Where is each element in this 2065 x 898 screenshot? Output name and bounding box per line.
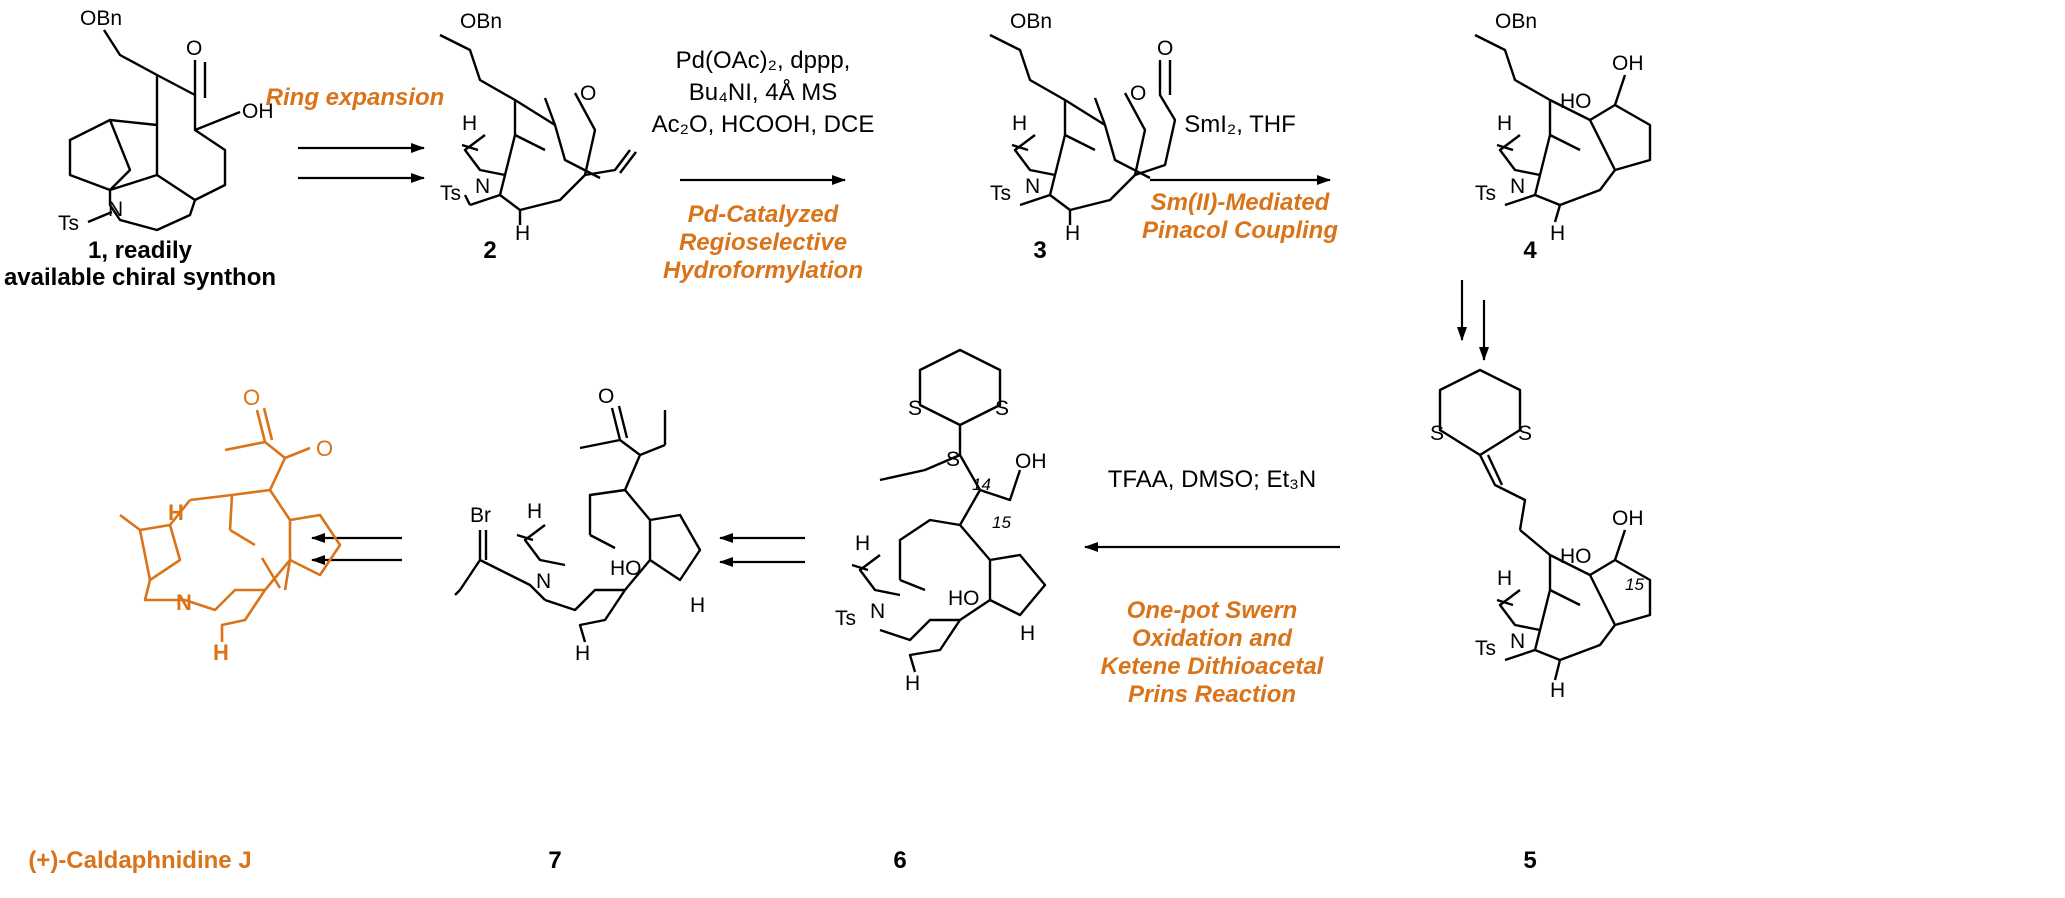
- step-name: One-pot Swern: [1127, 597, 1298, 624]
- atom-label: H: [1550, 679, 1565, 702]
- step-4-to-5: [1457, 280, 1489, 361]
- atom-label: OH: [1612, 507, 1644, 530]
- step-swern-prins: TFAA, DMSO; Et₃N One-pot Swern Oxidation…: [1084, 466, 1340, 708]
- atom-label: O: [598, 385, 614, 408]
- atom-label: HO: [1560, 545, 1592, 568]
- atom-label: OH: [1015, 450, 1047, 473]
- atom-label: OH: [242, 100, 274, 123]
- atom-label: HO: [1560, 90, 1592, 113]
- step-ring-expansion: Ring expansion: [266, 84, 445, 183]
- compound-2-label: 2: [483, 237, 496, 264]
- compound-6-label: 6: [893, 847, 906, 874]
- atom-label: H: [515, 222, 530, 245]
- atom-label: H: [1065, 222, 1080, 245]
- step-name: Prins Reaction: [1128, 681, 1296, 708]
- step-6-to-7: [719, 533, 805, 567]
- atom-label: S: [1430, 422, 1444, 445]
- atom-label: OBn: [1495, 10, 1537, 33]
- compound-5-label: 5: [1523, 847, 1536, 874]
- atom-label: OBn: [1010, 10, 1052, 33]
- atom-label: H: [527, 500, 542, 523]
- step-pinacol: SmI₂, THF Sm(II)-Mediated Pinacol Coupli…: [1142, 111, 1338, 244]
- atom-label: S: [1518, 422, 1532, 445]
- compound-7-label: 7: [548, 847, 561, 874]
- compound-1: OBn O OH N Ts 1, readily available chira…: [4, 7, 276, 291]
- atom-label: H: [1497, 567, 1512, 590]
- atom-label: HO: [610, 557, 642, 580]
- reagent-text: Pd(OAc)₂, dppp,: [676, 47, 851, 74]
- step-7-to-target: [311, 533, 402, 565]
- compound-5: S S OH HO 15 H Ts N H 5: [1430, 368, 1652, 874]
- atom-label: Ts: [1475, 182, 1496, 205]
- atom-label: Ts: [990, 182, 1011, 205]
- step-name: Ketene Dithioacetal: [1101, 653, 1325, 680]
- step-name: Pd-Catalyzed: [688, 201, 840, 228]
- atom-label: H: [905, 672, 920, 695]
- atom-label: H: [213, 640, 229, 665]
- compound-6: S S S 14 OH 15 HO H Ts N H H 6: [835, 348, 1047, 874]
- atom-label: S: [995, 397, 1009, 420]
- atom-label: H: [1020, 622, 1035, 645]
- atom-label: OH: [1612, 52, 1644, 75]
- atom-label: Ts: [835, 607, 856, 630]
- atom-label: H: [575, 642, 590, 665]
- atom-label: HO: [948, 587, 980, 610]
- reagent-text: SmI₂, THF: [1184, 111, 1296, 138]
- atom-label: Ts: [1475, 637, 1496, 660]
- atom-label: H: [690, 594, 705, 617]
- atom-label: Br: [470, 504, 491, 527]
- atom-label: N: [870, 600, 885, 623]
- atom-label: OBn: [80, 7, 122, 30]
- atom-label: H: [462, 112, 477, 135]
- target-label: (+)-Caldaphnidine J: [28, 847, 251, 874]
- atom-label: S: [946, 448, 960, 471]
- step-name: Hydroformylation: [663, 257, 863, 284]
- caldaphnidine-j: O O H N H (+)-Caldaphnidine J: [28, 385, 342, 874]
- compound-4-label: 4: [1523, 237, 1537, 264]
- atom-label: Ts: [58, 212, 79, 235]
- atom-label: H: [1497, 112, 1512, 135]
- atom-label: S: [908, 397, 922, 420]
- atom-label: O: [186, 37, 202, 60]
- reagent-text: Ac₂O, HCOOH, DCE: [652, 111, 875, 138]
- atom-label: N: [1510, 630, 1525, 653]
- position-label: 15: [992, 513, 1011, 532]
- compound-2: OBn O H Ts N H 2: [439, 10, 637, 264]
- atom-label: H: [1550, 222, 1565, 245]
- atom-label: N: [108, 198, 123, 221]
- atom-label: O: [1157, 37, 1173, 60]
- atom-label: N: [536, 570, 551, 593]
- compound-7: O Br H N HO H H 7: [454, 385, 705, 874]
- atom-label: H: [855, 532, 870, 555]
- compound-3-label: 3: [1033, 237, 1046, 264]
- step-name: Regioselective: [679, 229, 847, 256]
- atom-label: N: [475, 175, 490, 198]
- atom-label: H: [168, 500, 184, 525]
- atom-label: N: [1510, 175, 1525, 198]
- atom-label: O: [1130, 82, 1146, 105]
- step-name: Oxidation and: [1132, 625, 1293, 652]
- reagent-text: TFAA, DMSO; Et₃N: [1108, 466, 1316, 493]
- atom-label: N: [1025, 175, 1040, 198]
- compound-1-label: available chiral synthon: [4, 264, 276, 291]
- step-name: Pinacol Coupling: [1142, 217, 1338, 244]
- atom-label: O: [316, 436, 333, 461]
- compound-4: OBn OH HO H Ts N H 4: [1474, 10, 1652, 264]
- atom-label: Ts: [440, 182, 461, 205]
- atom-label: O: [580, 82, 596, 105]
- atom-label: N: [176, 590, 192, 615]
- atom-label: O: [243, 385, 260, 410]
- compound-3: OBn O O H Ts N H 3: [989, 10, 1177, 264]
- compound-1-label: 1, readily: [88, 237, 193, 264]
- reagent-text: Bu₄NI, 4Å MS: [689, 78, 838, 106]
- position-label: 14: [972, 475, 991, 494]
- atom-label: H: [1012, 112, 1027, 135]
- atom-label: OBn: [460, 10, 502, 33]
- step-name: Ring expansion: [266, 84, 445, 111]
- position-label: 15: [1625, 575, 1644, 594]
- step-hydroformylation: Pd(OAc)₂, dppp, Bu₄NI, 4Å MS Ac₂O, HCOOH…: [652, 47, 875, 284]
- step-name: Sm(II)-Mediated: [1151, 189, 1331, 216]
